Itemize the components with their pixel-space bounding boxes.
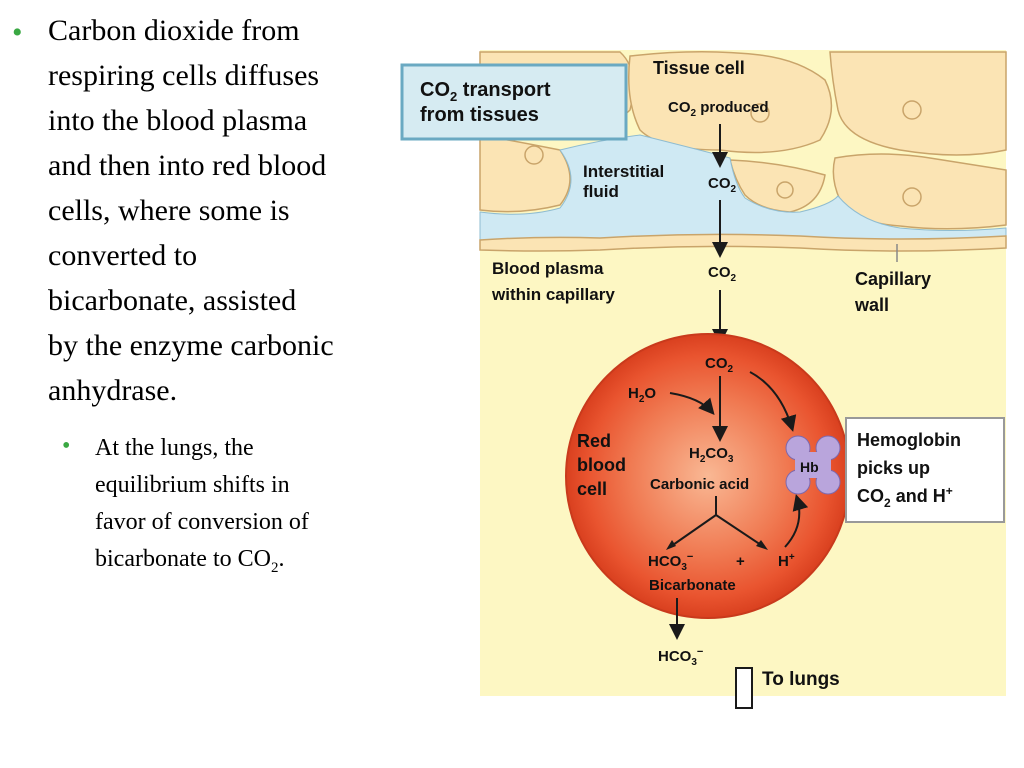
hemoglobin-box [845,417,1005,523]
interstitial-label: Interstitial [583,162,664,181]
hemoglobin-line-2: picks up [857,458,930,478]
tissue-cell-label: Tissue cell [653,58,745,78]
blood-plasma-label: Blood plasma [492,259,604,278]
h2o-label: H2O [628,385,656,405]
title-box [400,63,628,141]
hplus-label: H+ [778,552,795,570]
main-bullet-line: anhydrase. [48,374,178,407]
tissue-cell [479,134,571,213]
main-bullet-line: converted to [48,239,198,272]
cell-nucleus [902,100,922,120]
sub-bullet-line: At the lungs, the [95,435,254,461]
interstitial-label: fluid [583,182,619,201]
sub-bullet-line-last: bicarbonate to CO2. [95,541,395,587]
title-line-2: from tissues [420,104,539,126]
co2-plasma-label: CO2 [708,264,737,284]
arrow-hplus-to-hb [784,494,809,548]
capillary-wall [479,233,1007,252]
hco3-out-label: HCO3− [658,646,703,668]
arrow-head [666,540,676,550]
main-bullet-line: into the blood plasma [48,104,308,137]
main-bullet-line: bicarbonate, assisted [48,284,297,317]
to-lungs-label: To lungs [762,669,840,690]
main-bullet-line: respiring cells diffuses [48,59,320,92]
arrow-split [669,496,765,548]
co2-cell-label: CO2 [705,355,734,375]
hb-label: Hb [800,459,819,475]
main-bullet-line: by the enzyme carbonic [48,329,334,362]
h2co3-label: H2CO3 [689,445,734,465]
red-blood-cell-label: cell [577,479,607,499]
sub-bullet-line: favor of conversion of [95,509,309,535]
to-lungs-arrow-shaft [735,667,753,709]
main-bullet-text: Carbon dioxide from respiring cells diff… [48,8,400,413]
title-line-1: CO2 transport [420,79,551,104]
bicarbonate-label: Bicarbonate [649,577,736,594]
arrow-co2-to-hb [749,371,797,432]
main-bullet-line: cells, where some is [48,194,290,227]
red-blood-cell-label: Red [577,431,611,451]
sub-bullet-text: At the lungs, the equilibrium shifts in … [95,430,395,587]
arrow-h2o-to-h2co3 [669,392,715,416]
cell-nucleus [776,181,794,199]
hemoglobin: Hb [785,435,841,495]
hco3-in-label: HCO3− [648,551,693,573]
main-bullet-line: Carbon dioxide from [48,14,300,47]
subscript-2: 2 [270,559,279,576]
main-bullet-line: and then into red blood [48,149,327,182]
sub-bullet-marker: • [62,433,71,459]
cell-nucleus [902,187,922,207]
red-blood-cell-label: blood [577,455,626,475]
slide-text: • Carbon dioxide from respiring cells di… [0,0,420,768]
blood-plasma-label: within capillary [491,285,615,304]
tissue-cell [628,51,833,154]
co2-interstitial-label: CO2 [708,175,737,195]
bullet-marker: • [12,16,23,49]
sub-bullet-line: equilibrium shifts in [95,472,290,498]
plus-sign: + [736,553,745,570]
arrow-head [756,540,768,550]
period: . [278,546,285,572]
cell-nucleus [524,145,544,165]
co2-produced-label: CO2 produced [668,99,769,119]
sub-bullet-last-text: bicarbonate to CO [95,546,271,572]
hemoglobin-line-1: Hemoglobin [857,430,961,450]
hemoglobin-line-3: CO2 and H+ [857,484,953,510]
capillary-wall-label: wall [854,295,889,315]
capillary-wall-label: Capillary [855,269,931,289]
cell-nucleus [750,103,770,123]
carbonic-acid-label: Carbonic acid [650,476,749,493]
